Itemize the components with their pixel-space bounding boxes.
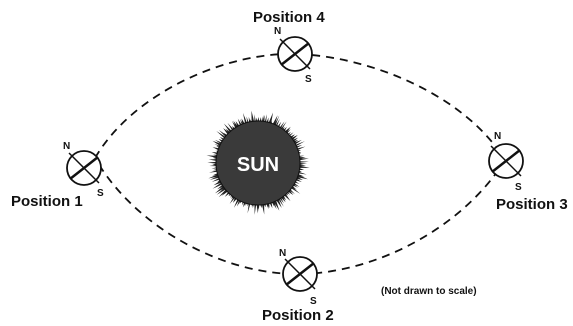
sun: SUN xyxy=(207,111,310,215)
north-pole-label: N xyxy=(274,26,281,37)
sun-label: SUN xyxy=(237,154,279,176)
earth-position-2: N S xyxy=(279,248,317,307)
position-1-label: Position 1 xyxy=(11,193,83,210)
earth-position-3: N S xyxy=(489,131,523,193)
north-pole-label: N xyxy=(63,141,70,152)
position-2-label: Position 2 xyxy=(262,307,334,324)
north-pole-label: N xyxy=(279,248,286,259)
south-pole-label: S xyxy=(310,296,317,307)
earth-position-4: N S xyxy=(274,26,312,85)
position-3-label: Position 3 xyxy=(496,196,568,213)
south-pole-label: S xyxy=(97,188,104,199)
south-pole-label: S xyxy=(515,182,522,193)
north-pole-label: N xyxy=(494,131,501,142)
earth-position-1: N S xyxy=(63,141,104,199)
position-4-label: Position 4 xyxy=(253,9,325,26)
south-pole-label: S xyxy=(305,74,312,85)
scale-note: (Not drawn to scale) xyxy=(381,286,477,297)
